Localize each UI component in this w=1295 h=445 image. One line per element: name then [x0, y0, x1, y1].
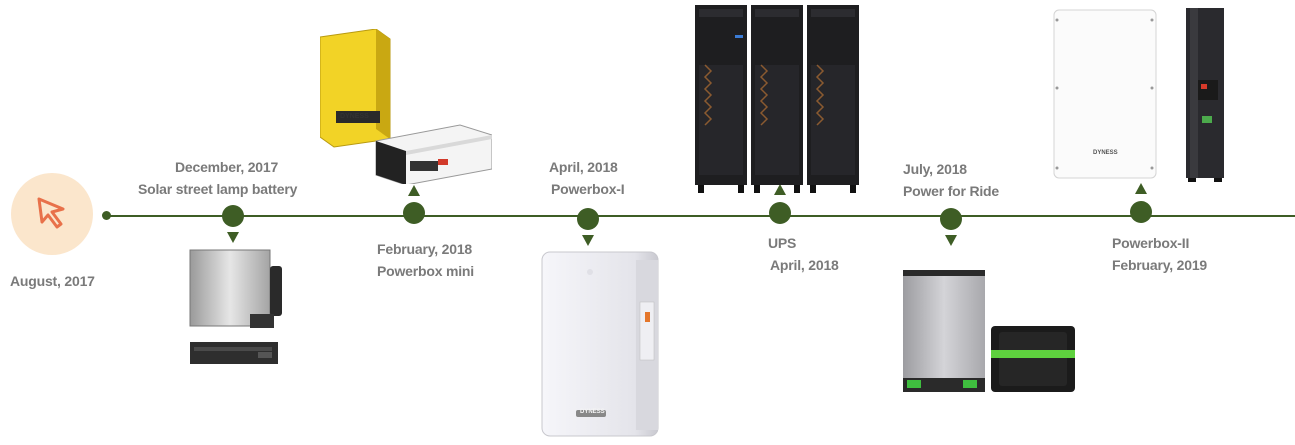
milestone-label-3: April, 2018 Powerbox-I: [549, 156, 625, 200]
milestone-name: UPS: [768, 235, 797, 251]
solar-street-lamp-battery-image: [188, 248, 288, 368]
start-circle: [11, 173, 93, 255]
milestone-date: February, 2019: [1112, 257, 1207, 273]
milestone-label-6: Powerbox-II February, 2019: [1112, 232, 1207, 276]
powerbox-i-image: [540, 250, 662, 440]
milestone-name: Powerbox-I: [551, 181, 625, 197]
pointer-down-1: [227, 232, 239, 243]
powerbox-mini-brand-text: DYNESS: [340, 113, 369, 120]
milestone-label-2: February, 2018 Powerbox mini: [377, 238, 474, 282]
timeline-line: [106, 215, 1295, 217]
timeline-node-5: [940, 208, 962, 230]
pointer-down-5: [945, 235, 957, 246]
pointer-up-6: [1135, 183, 1147, 194]
milestone-label-1: December, 2017 Solar street lamp battery: [138, 156, 297, 200]
start-date: August, 2017: [10, 273, 95, 289]
pointer-down-3: [582, 235, 594, 246]
milestone-label-5: July, 2018 Power for Ride: [903, 158, 999, 202]
milestone-name: Powerbox-II: [1112, 235, 1190, 251]
milestone-label-4: UPS April, 2018: [768, 232, 839, 276]
powerbox-mini-image: [319, 28, 493, 186]
milestone-date: April, 2018: [549, 159, 618, 175]
timeline-node-6: [1130, 201, 1152, 223]
milestone-name: Power for Ride: [903, 183, 999, 199]
timeline-node-3: [577, 208, 599, 230]
timeline-node-2: [403, 202, 425, 224]
powerbox-ii-image: [1052, 8, 1232, 183]
powerbox-ii-brand-text: DYNESS: [1093, 150, 1118, 156]
milestone-name: Powerbox mini: [377, 263, 474, 279]
ups-cabinet-image: [695, 5, 860, 193]
milestone-name: Solar street lamp battery: [138, 181, 298, 197]
powerbox-i-brand-text: DYNESS: [580, 409, 605, 415]
pointer-up-2: [408, 185, 420, 196]
milestone-date: December, 2017: [175, 159, 279, 175]
cursor-arrow-icon: [37, 197, 65, 229]
power-for-ride-image: [903, 270, 1077, 396]
timeline-start-dot: [102, 211, 111, 220]
timeline-node-4: [769, 202, 791, 224]
timeline-node-1: [222, 205, 244, 227]
milestone-date: July, 2018: [903, 161, 967, 177]
milestone-date: February, 2018: [377, 241, 472, 257]
pointer-up-4: [774, 184, 786, 195]
milestone-date: April, 2018: [770, 257, 839, 273]
